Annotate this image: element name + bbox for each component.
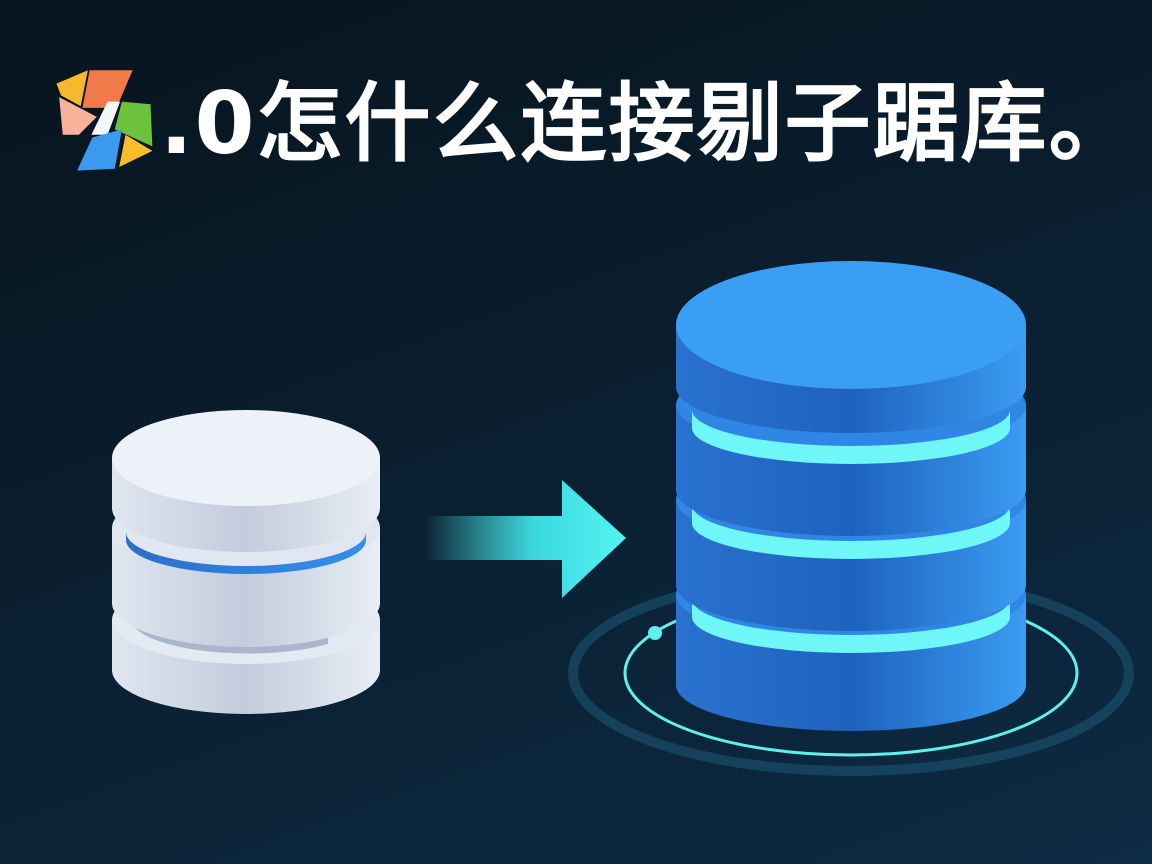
source-database-icon [112,410,380,714]
title-bar: .0怎什么连接剔子踞库。 [52,64,1137,184]
arrow-right-icon [424,480,626,598]
target-database-icon [568,261,1134,776]
logo-icon [56,70,153,171]
page-title: .0怎什么连接剔子踞库。 [160,74,1137,174]
